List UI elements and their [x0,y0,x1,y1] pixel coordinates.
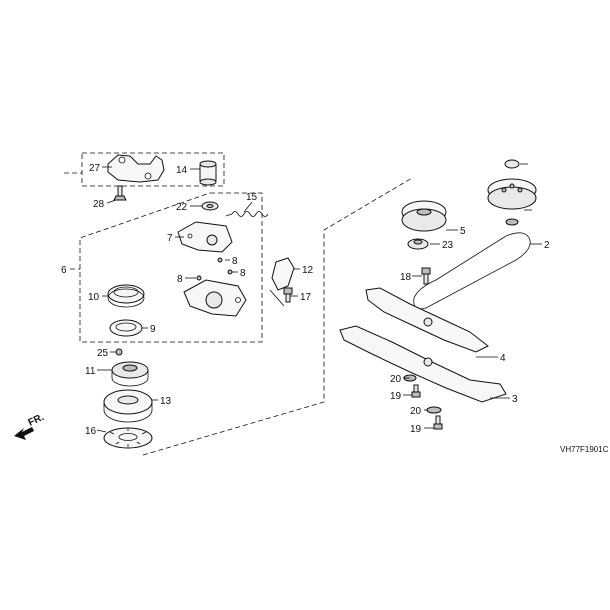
callout-23: 23 [442,240,454,251]
callout-10: 10 [88,292,100,303]
bracket-27 [107,154,165,183]
pins-8 [196,257,233,281]
callout-8b: 8 [177,274,183,285]
callout-11: 11 [85,366,96,377]
belt-2 [413,232,531,310]
hardware-19-20 [403,374,443,430]
collar-23 [407,238,429,250]
pin-25 [115,348,123,356]
callout-12: 12 [302,265,314,276]
front-direction-label: FR. [27,412,46,429]
callout-13: 13 [160,396,172,407]
pulley-5 [401,200,447,232]
bracket-12 [269,257,295,307]
ring-9 [109,319,143,337]
callout-14: 14 [176,165,188,176]
callout-20b: 20 [410,406,422,417]
blade-3 [339,325,507,403]
callout-17: 17 [300,292,312,303]
callout-28: 28 [93,199,105,210]
bearing-11 [111,361,149,387]
callout-20a: 20 [390,374,402,385]
collar-14 [199,160,217,186]
callout-6: 6 [61,265,67,276]
callout-25: 25 [97,348,109,359]
base-plate [183,279,247,317]
callout-7: 7 [167,233,173,244]
pulley-top [487,159,537,226]
washer-16 [103,427,153,449]
leader-lines [96,163,542,433]
nut-22 [201,201,219,211]
callout-4: 4 [500,353,506,364]
callout-16: 16 [85,426,97,437]
plate-7 [177,221,233,253]
callout-3: 3 [512,394,518,405]
callout-19a: 19 [390,391,402,402]
callout-8c: 8 [240,268,246,279]
bolt-28 [113,185,127,201]
callout-27: 27 [89,163,101,174]
callout-8a: 8 [232,256,238,267]
callout-5: 5 [460,226,466,237]
spring-15 [225,211,269,217]
bolt-18 [421,267,431,285]
callout-18: 18 [400,272,412,283]
front-direction-arrow-icon [14,427,34,440]
callout-15: 15 [246,192,258,203]
callout-9: 9 [150,324,156,335]
figure-code: VH77F1901C [560,445,609,454]
blade-4 [365,287,489,353]
callout-2: 2 [544,240,550,251]
ring-10 [107,284,145,308]
disc-13 [103,389,153,423]
group-outlines [64,152,413,456]
callout-19b: 19 [410,424,422,435]
bolt-17 [283,287,293,303]
callout-22: 22 [176,202,188,213]
